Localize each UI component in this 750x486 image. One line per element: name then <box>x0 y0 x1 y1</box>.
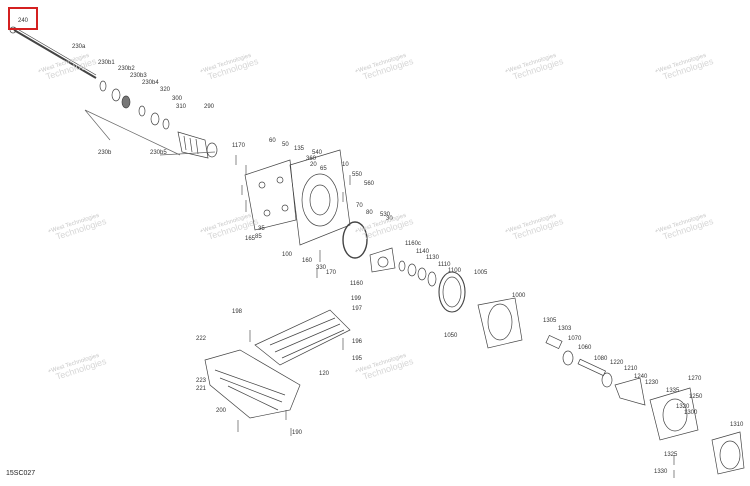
callout-label: 1230 <box>645 380 659 386</box>
callout-label: 230b1 <box>98 60 115 66</box>
callout-label: 290 <box>204 104 215 110</box>
callout-label: 1005 <box>474 270 488 276</box>
callout-label: 550 <box>352 172 363 178</box>
callout-label: 20 <box>310 162 317 168</box>
callout-label: 1140 <box>416 249 429 255</box>
callout-label: 230b5 <box>150 150 167 156</box>
callout-label: 221 <box>196 386 207 392</box>
callout-label: 1270 <box>688 376 702 382</box>
callout-label: 200 <box>216 408 227 414</box>
callout-label: 1210 <box>624 366 638 372</box>
callout-label: 199 <box>351 296 362 302</box>
callout-label: 198 <box>232 309 243 315</box>
callout-label: 1220 <box>610 360 624 366</box>
callout-label: 1100 <box>448 268 461 274</box>
nozzle-cone <box>614 377 646 406</box>
callout-label: 195 <box>352 356 363 362</box>
ride-plate <box>254 309 351 366</box>
callout-label: 330 <box>316 265 327 271</box>
callout-label: 223 <box>196 378 207 384</box>
diagram-code: 15SC027 <box>6 470 36 477</box>
impeller <box>369 247 396 273</box>
boot-part <box>177 131 209 159</box>
callout-label: 65 <box>320 166 327 172</box>
ring-part <box>99 80 107 92</box>
shaft-end-part <box>9 26 17 34</box>
callout-label: 10 <box>342 162 349 168</box>
callout-label: 1060 <box>578 345 592 351</box>
callout-label: 360 <box>306 156 317 162</box>
callout-label: 230b3 <box>130 73 147 79</box>
callout-label: 1310 <box>730 422 744 428</box>
callout-label: 196 <box>352 339 363 345</box>
callout-label: 60 <box>269 138 276 144</box>
callout-label: 160 <box>302 258 313 264</box>
callout-label: 35 <box>258 226 265 232</box>
callout-label: 320 <box>160 87 171 93</box>
callout-label: 1330 <box>654 469 668 475</box>
wear-ring <box>438 271 466 313</box>
stator-housing <box>477 297 523 349</box>
callout-label: 1170 <box>232 143 245 149</box>
steering-nozzle <box>711 431 745 475</box>
callout-label: 1335 <box>666 388 680 394</box>
callout-label: 30 <box>386 216 393 222</box>
callout-label: 1070 <box>568 336 582 342</box>
callout-label: 50 <box>282 142 289 148</box>
callout-label: 1130 <box>426 255 439 261</box>
pump-housing <box>289 149 351 246</box>
callout-label: 170 <box>326 270 337 276</box>
callout-label: 240 <box>18 18 29 24</box>
callout-label: 1160c <box>405 241 421 247</box>
callout-label: 300 <box>172 96 183 102</box>
callout-label: 222 <box>196 336 207 342</box>
callout-label: 120 <box>319 371 330 377</box>
callout-label: 1305 <box>543 318 557 324</box>
callout-label: 80 <box>366 210 373 216</box>
callout-label: 1050 <box>444 333 458 339</box>
callout-label: 1160 <box>350 281 363 287</box>
callout-label: 230a <box>72 44 86 50</box>
callout-label: 560 <box>364 181 375 187</box>
callout-label: 135 <box>294 146 305 152</box>
callout-label: 310 <box>176 104 187 110</box>
callout-label: 1303 <box>558 326 572 332</box>
callout-label: 1000 <box>512 293 526 299</box>
callout-label: 530 <box>380 212 391 218</box>
callout-label: 230b <box>98 150 112 156</box>
callout-label: 1110 <box>438 262 451 268</box>
callout-label: 230b2 <box>118 66 135 72</box>
callout-label: 85 <box>255 234 262 240</box>
intake-grate <box>204 349 301 419</box>
callout-label: 100 <box>282 252 293 258</box>
callout-label: 540 <box>312 150 323 156</box>
callout-label: 1250 <box>689 394 703 400</box>
drive-shaft <box>13 29 97 79</box>
callout-label: 197 <box>352 306 363 312</box>
callout-label: 1325 <box>664 452 678 458</box>
callout-label: 1080 <box>594 356 608 362</box>
callout-label: 1320 <box>676 404 690 410</box>
callout-label: 1240 <box>634 374 648 380</box>
callout-label: 190 <box>292 430 303 436</box>
mounting-plate <box>244 159 297 231</box>
callout-label: 230b4 <box>142 80 159 86</box>
callout-label: 165 <box>245 236 256 242</box>
o-ring <box>342 221 368 259</box>
venturi <box>649 387 699 441</box>
callout-label: 70 <box>356 203 363 209</box>
highlight-box <box>8 7 38 30</box>
callout-label: 1300 <box>684 410 698 416</box>
